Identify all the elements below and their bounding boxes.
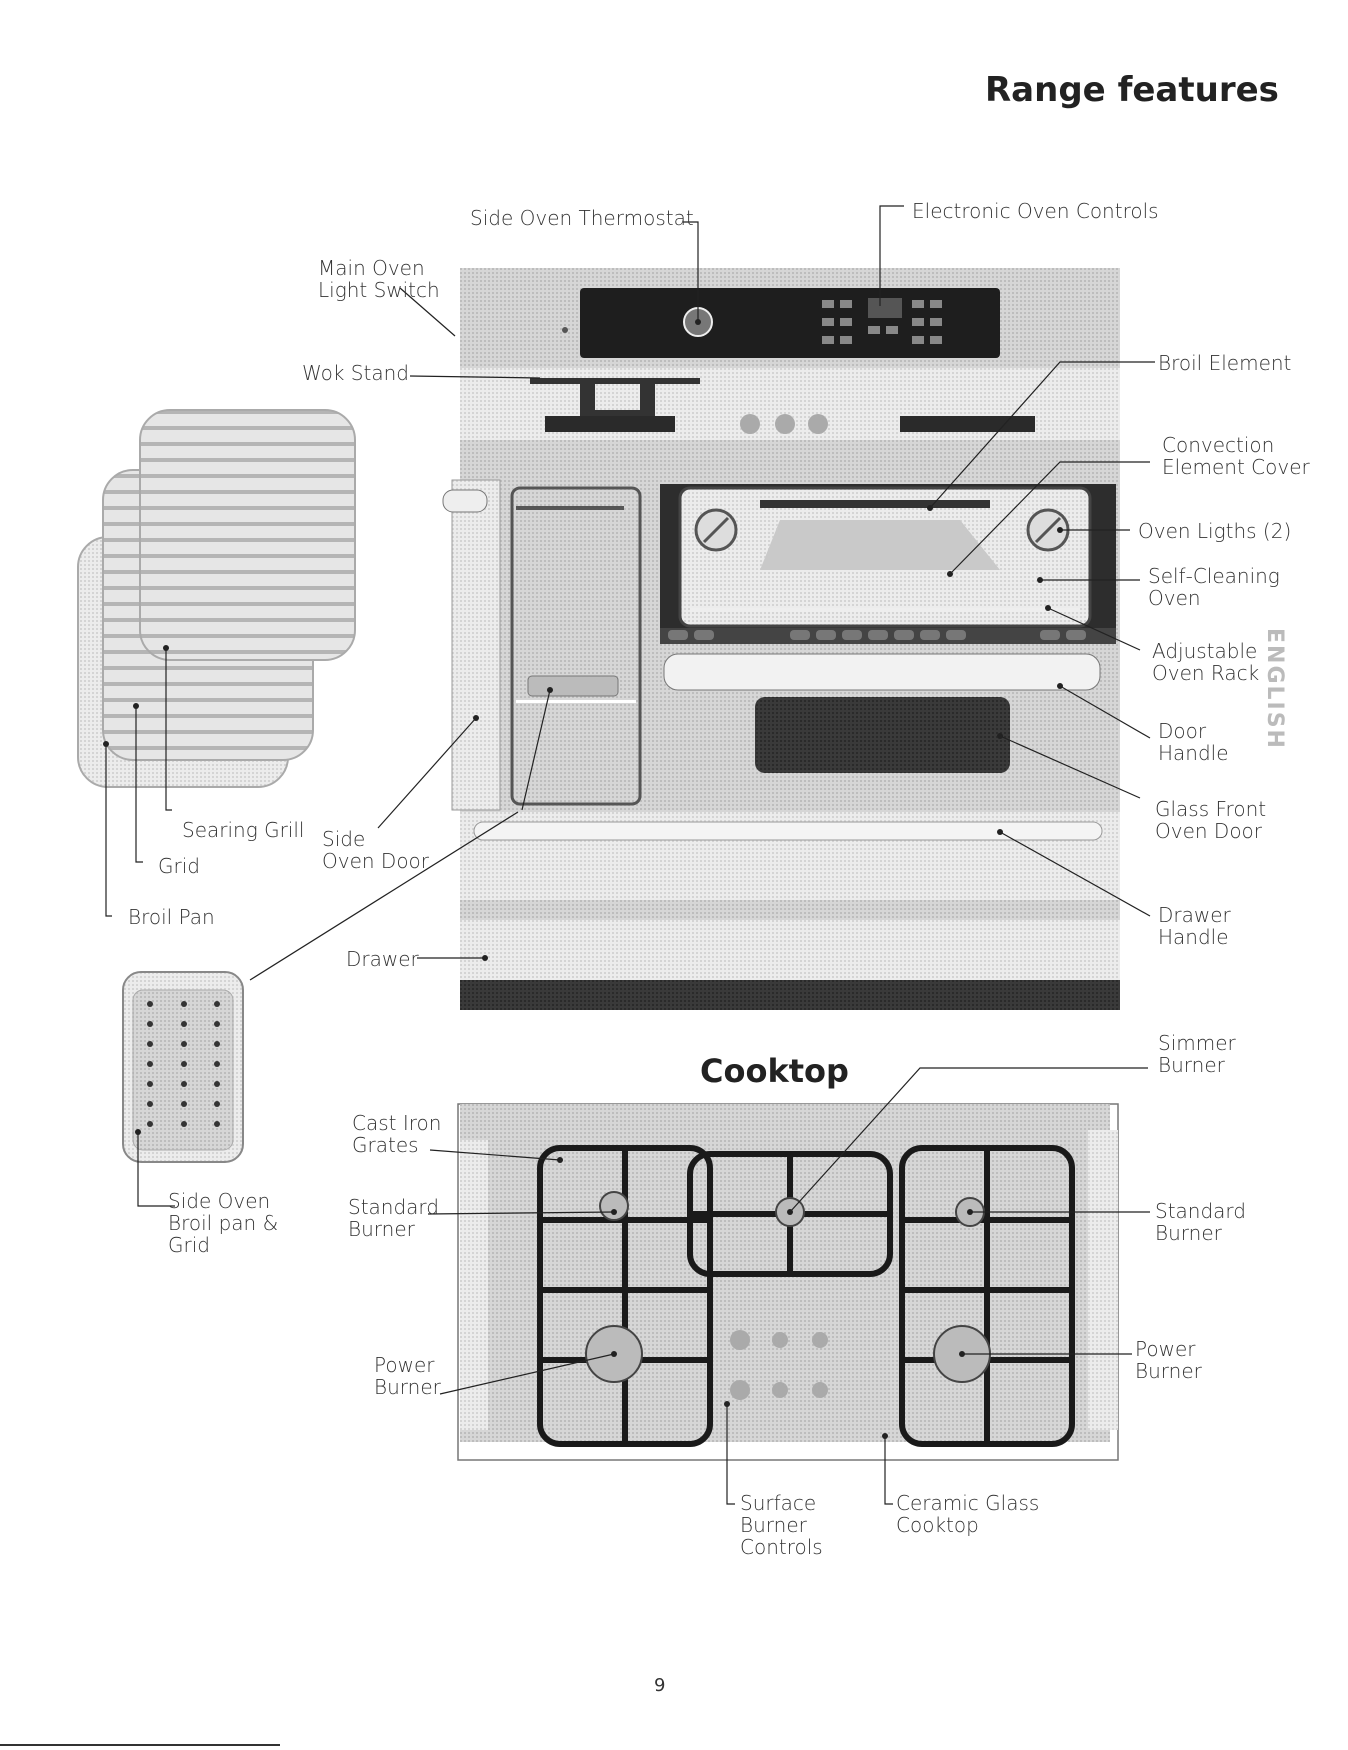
- language-tab-label: ENGLISH: [1262, 628, 1287, 750]
- broil-element-bar: [760, 500, 990, 508]
- label-surface-burner-controls: Surface Burner Controls: [740, 1491, 823, 1559]
- side-oven-hinge: [442, 489, 488, 513]
- label-self-cleaning-oven: Self-Cleaning Oven: [1148, 564, 1280, 610]
- label-searing-grill: Searing Grill: [182, 818, 305, 842]
- electronic-display: [868, 298, 902, 318]
- drawer-handle: [473, 821, 1103, 841]
- label-side-oven-door: Side Oven Door: [322, 827, 430, 873]
- label-broil-element: Broil Element: [1158, 351, 1292, 375]
- side-oven-door-edge: [451, 479, 501, 811]
- label-electronic-oven-controls: Electronic Oven Controls: [912, 199, 1159, 223]
- surface-burner-controls: [730, 1330, 828, 1400]
- side-oven-broil-pan: [527, 675, 619, 697]
- cooktop-leader-dots: [557, 1157, 973, 1439]
- label-simmer-burner: Simmer Burner: [1158, 1031, 1236, 1077]
- main-oven-light-switch: [562, 327, 568, 333]
- page-title: Range features: [985, 70, 1279, 110]
- label-convection-element-cover: Convection Element Cover: [1162, 433, 1310, 479]
- wok-stand-bar: [530, 378, 700, 384]
- language-tab: ENGLISH: [1262, 628, 1287, 756]
- door-handle: [663, 653, 1101, 691]
- label-drawer: Drawer: [346, 947, 419, 971]
- range-leader-dots: [103, 319, 1063, 1135]
- label-side-oven-thermostat: Side Oven Thermostat: [470, 206, 694, 230]
- label-grid: Grid: [158, 854, 200, 878]
- range-leader-lines: [105, 205, 1155, 1207]
- label-side-oven-broil-pan-grid: Side Oven Broil pan & Grid: [168, 1189, 279, 1257]
- control-buttons: [822, 300, 942, 344]
- cooktop-leader-lines: [427, 1067, 1150, 1505]
- label-drawer-handle: Drawer Handle: [1158, 903, 1231, 949]
- label-wok-stand: Wok Stand: [302, 361, 409, 385]
- cooktop-title: Cooktop: [700, 1052, 849, 1090]
- adjustable-oven-rack: [690, 608, 1080, 612]
- label-power-burner-left: Power Burner: [374, 1353, 441, 1399]
- label-standard-burner-left: Standard Burner: [348, 1195, 439, 1241]
- label-cast-iron-grates: Cast Iron Grates: [352, 1111, 442, 1157]
- label-power-burner-right: Power Burner: [1135, 1337, 1202, 1383]
- searing-grill: [139, 409, 356, 661]
- label-standard-burner-right: Standard Burner: [1155, 1199, 1246, 1245]
- label-broil-pan: Broil Pan: [128, 905, 215, 929]
- label-oven-lights: Oven Ligths (2): [1138, 519, 1292, 543]
- range-base: [460, 980, 1120, 1010]
- label-ceramic-glass-cooktop: Ceramic Glass Cooktop: [896, 1491, 1040, 1537]
- convection-element-cover: [760, 520, 1000, 570]
- wok-stand: [580, 384, 655, 418]
- side-oven-window: [510, 486, 642, 806]
- label-door-handle: Door Handle: [1158, 719, 1229, 765]
- glass-front-window: [755, 697, 1010, 773]
- label-adjustable-oven-rack: Adjustable Oven Rack: [1152, 639, 1260, 685]
- label-glass-front-oven-door: Glass Front Oven Door: [1155, 797, 1267, 843]
- label-main-oven-light-switch: Main Oven Light Switch: [318, 256, 440, 302]
- page-number: 9: [654, 1675, 666, 1696]
